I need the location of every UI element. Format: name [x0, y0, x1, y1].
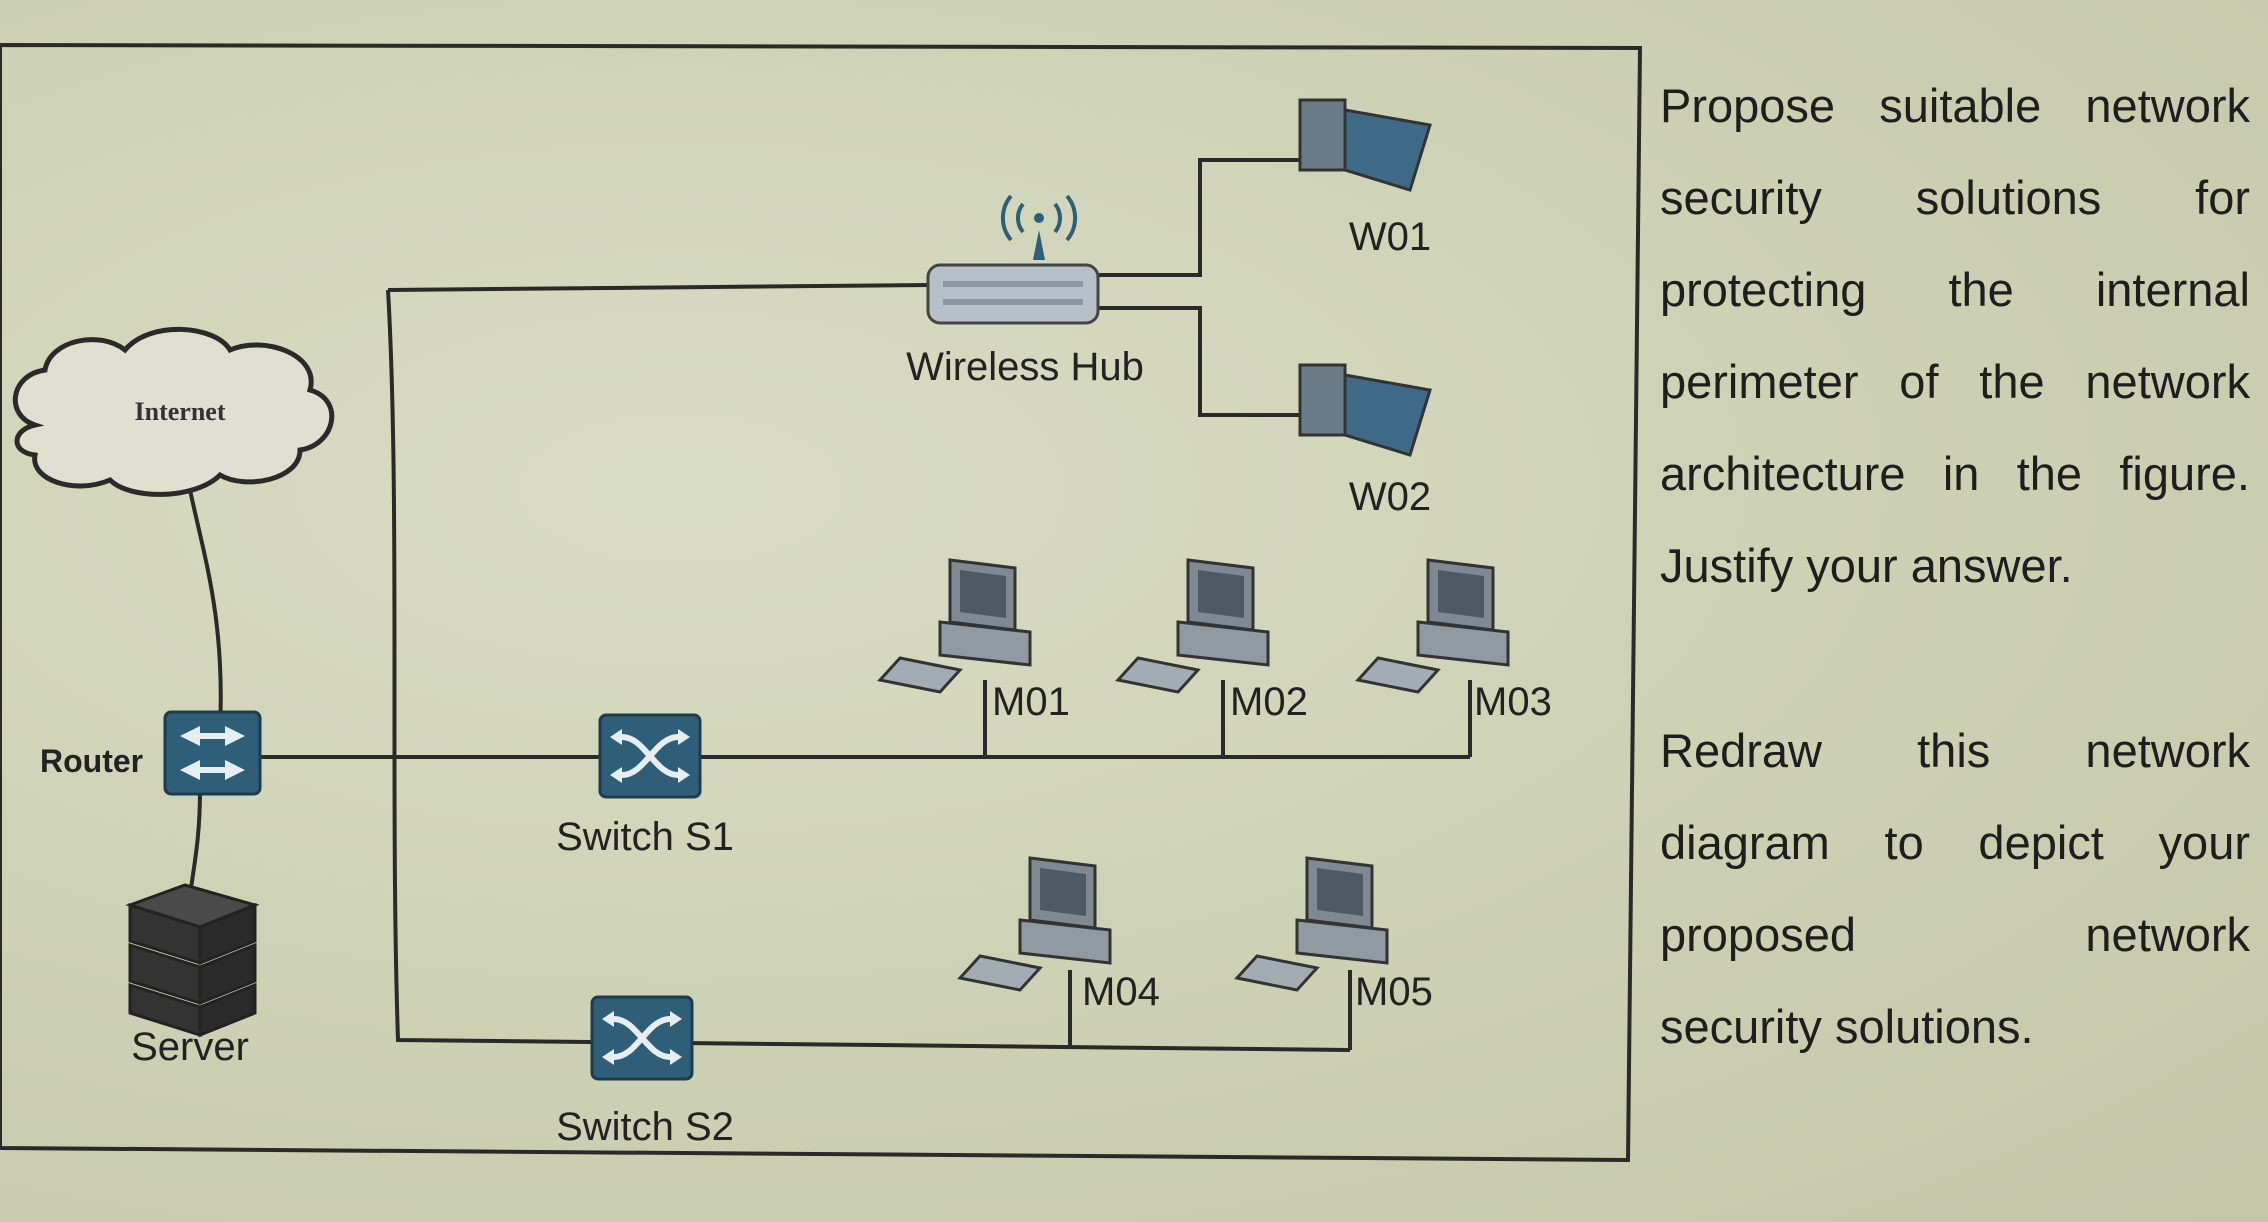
- switch-s2-label: Switch S2: [556, 1105, 734, 1149]
- internet-cloud-icon: [12, 326, 335, 497]
- server-label: Server: [131, 1025, 249, 1069]
- workstation-w02-icon: [1298, 363, 1432, 457]
- pc-m02-icon: [1116, 558, 1270, 694]
- question-line: proposed network: [1660, 908, 2250, 961]
- question-line: security solutions for: [1660, 171, 2250, 224]
- network-diagram: Internet Router Server Switch S1 Switch …: [0, 42, 1643, 1163]
- question-line: Redraw this network: [1660, 724, 2250, 777]
- question-line: protecting the internal: [1660, 263, 2250, 316]
- wireless-hub-label: Wireless Hub: [906, 345, 1144, 389]
- m02-label: M02: [1230, 680, 1308, 724]
- router-label: Router: [40, 743, 143, 779]
- m05-label: M05: [1355, 970, 1433, 1014]
- question-line: architecture in the figure.: [1660, 447, 2250, 500]
- w02-label: W02: [1349, 475, 1431, 519]
- antenna-icon: [1000, 194, 1078, 260]
- question-line: perimeter of the network: [1660, 355, 2250, 408]
- m01-label: M01: [992, 680, 1070, 724]
- connection-lines: [188, 158, 1472, 1052]
- question-line: security solutions.: [1660, 1000, 2034, 1053]
- m03-label: M03: [1474, 680, 1552, 724]
- question-paragraph-2: Redraw this network diagram to depict yo…: [1660, 705, 2250, 1073]
- internet-label: Internet: [135, 397, 226, 426]
- question-line: Propose suitable network: [1660, 79, 2250, 132]
- switch-s1-icon: [600, 715, 700, 797]
- pc-m03-icon: [1356, 558, 1510, 694]
- question-line: diagram to depict your: [1660, 816, 2250, 869]
- question-line: Justify your answer.: [1660, 539, 2073, 592]
- switch-s1-label: Switch S1: [556, 815, 734, 859]
- server-icon: [125, 883, 260, 1038]
- workstation-w01-icon: [1298, 98, 1432, 192]
- m04-label: M04: [1082, 970, 1160, 1014]
- switch-s2-icon: [592, 997, 692, 1079]
- diagram-frame: [0, 42, 1643, 1163]
- wireless-hub-icon: [926, 263, 1100, 325]
- router-icon: [163, 710, 262, 796]
- pc-m01-icon: [878, 558, 1032, 694]
- question-paragraph-1: Propose suitable network security soluti…: [1660, 60, 2250, 612]
- w01-label: W01: [1349, 215, 1431, 259]
